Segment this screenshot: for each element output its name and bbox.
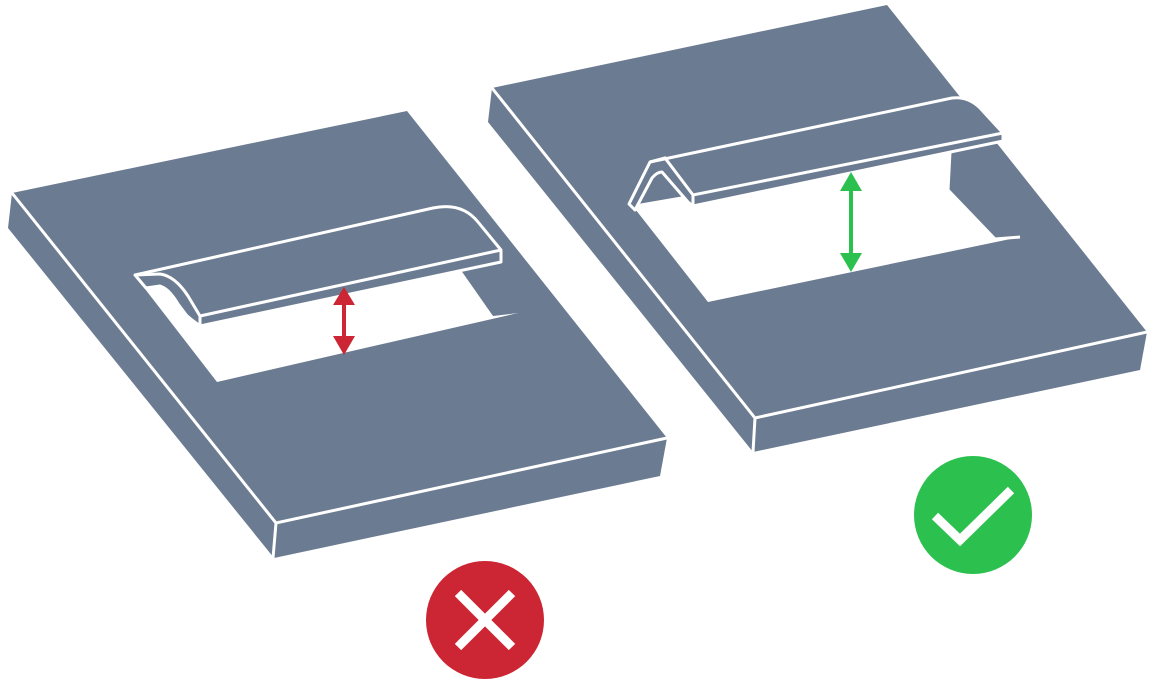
correct-plate — [488, 5, 1148, 453]
short-clearance-arrow — [333, 287, 355, 355]
incorrect-plate — [8, 111, 668, 559]
tall-clearance-arrow — [840, 172, 862, 272]
check-mark-icon — [914, 456, 1032, 574]
slot-opening — [632, 150, 1020, 302]
x-mark-icon — [426, 561, 544, 679]
